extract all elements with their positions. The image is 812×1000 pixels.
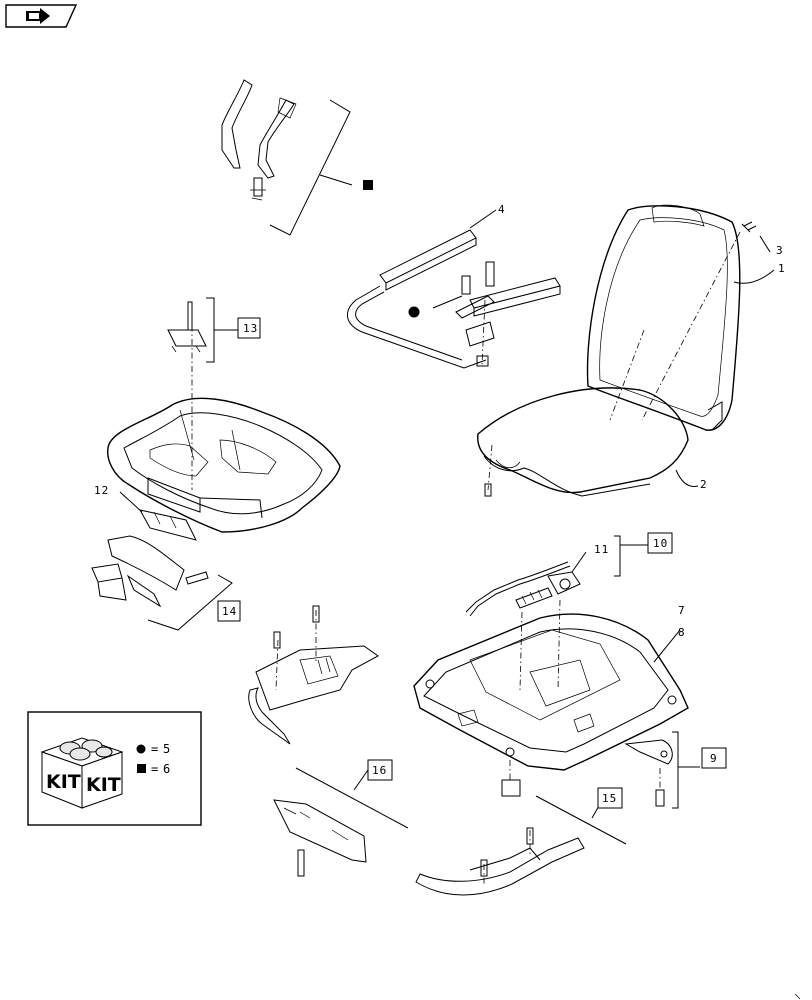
callout-8: 8: [678, 626, 686, 639]
callout-box-16: 16: [367, 759, 393, 781]
callout-box-10: 10: [647, 532, 673, 554]
legend-equals-2: =: [151, 762, 158, 776]
svg-text:16: 16: [372, 764, 387, 777]
strap-brackets: [221, 79, 297, 201]
kit-box-icon: KIT KIT: [40, 737, 124, 809]
bracket-kit-brace: [269, 99, 351, 236]
svg-text:15: 15: [602, 792, 617, 805]
callout-box-9: 9: [701, 747, 727, 769]
seat-pan: [107, 397, 341, 533]
callout-11: 11: [594, 543, 609, 556]
base-plate: [413, 613, 689, 771]
callout-7: 7: [678, 604, 686, 617]
kit-legend: KIT KIT = 5 = 6: [27, 711, 202, 826]
armrest-brace: [147, 574, 233, 631]
clip-13-brace: [206, 297, 215, 363]
armrest-pad: [91, 535, 185, 608]
kit-square-marker: [363, 180, 373, 190]
bracket-9-brace: [672, 731, 679, 809]
svg-text:9: 9: [710, 752, 718, 765]
callout-1: 1: [778, 262, 786, 275]
callout-3: 3: [776, 244, 784, 257]
callout-box-15: 15: [597, 787, 623, 809]
top-clip: [167, 301, 207, 353]
callout-4: 4: [498, 203, 506, 216]
legend-equals-1: =: [151, 742, 158, 756]
callout-2: 2: [700, 478, 708, 491]
kit-label-left: KIT: [46, 771, 81, 793]
svg-text:10: 10: [653, 537, 668, 550]
legend-ref-2: 6: [163, 762, 170, 776]
callout-box-13: 13: [237, 317, 261, 339]
kit-label-right: KIT: [86, 774, 121, 796]
left-side-rail: [248, 645, 379, 745]
callout-12: 12: [94, 484, 109, 497]
release-rod: [465, 561, 571, 617]
legend-square-icon: [137, 764, 146, 773]
svg-text:14: 14: [222, 605, 237, 618]
seat-pan-bracket: [139, 509, 197, 541]
side-bracket: [624, 739, 673, 765]
slider-16-brace: [295, 767, 409, 829]
callout-box-14: 14: [217, 600, 241, 622]
seat-back: [586, 204, 741, 431]
legend-circle-icon: [136, 744, 146, 754]
seat-cushion: [477, 387, 689, 497]
release-lever: [547, 571, 581, 595]
rail-15-brace: [535, 795, 627, 845]
back-arrow-icon: [26, 8, 50, 24]
svg-text:13: 13: [243, 322, 258, 335]
release-brace: [614, 535, 621, 577]
kit-circle-marker: [408, 306, 420, 318]
guide-slider: [273, 799, 367, 877]
back-button[interactable]: [5, 4, 78, 28]
legend-ref-1: 5: [163, 742, 170, 756]
right-side-rail: [415, 837, 585, 896]
